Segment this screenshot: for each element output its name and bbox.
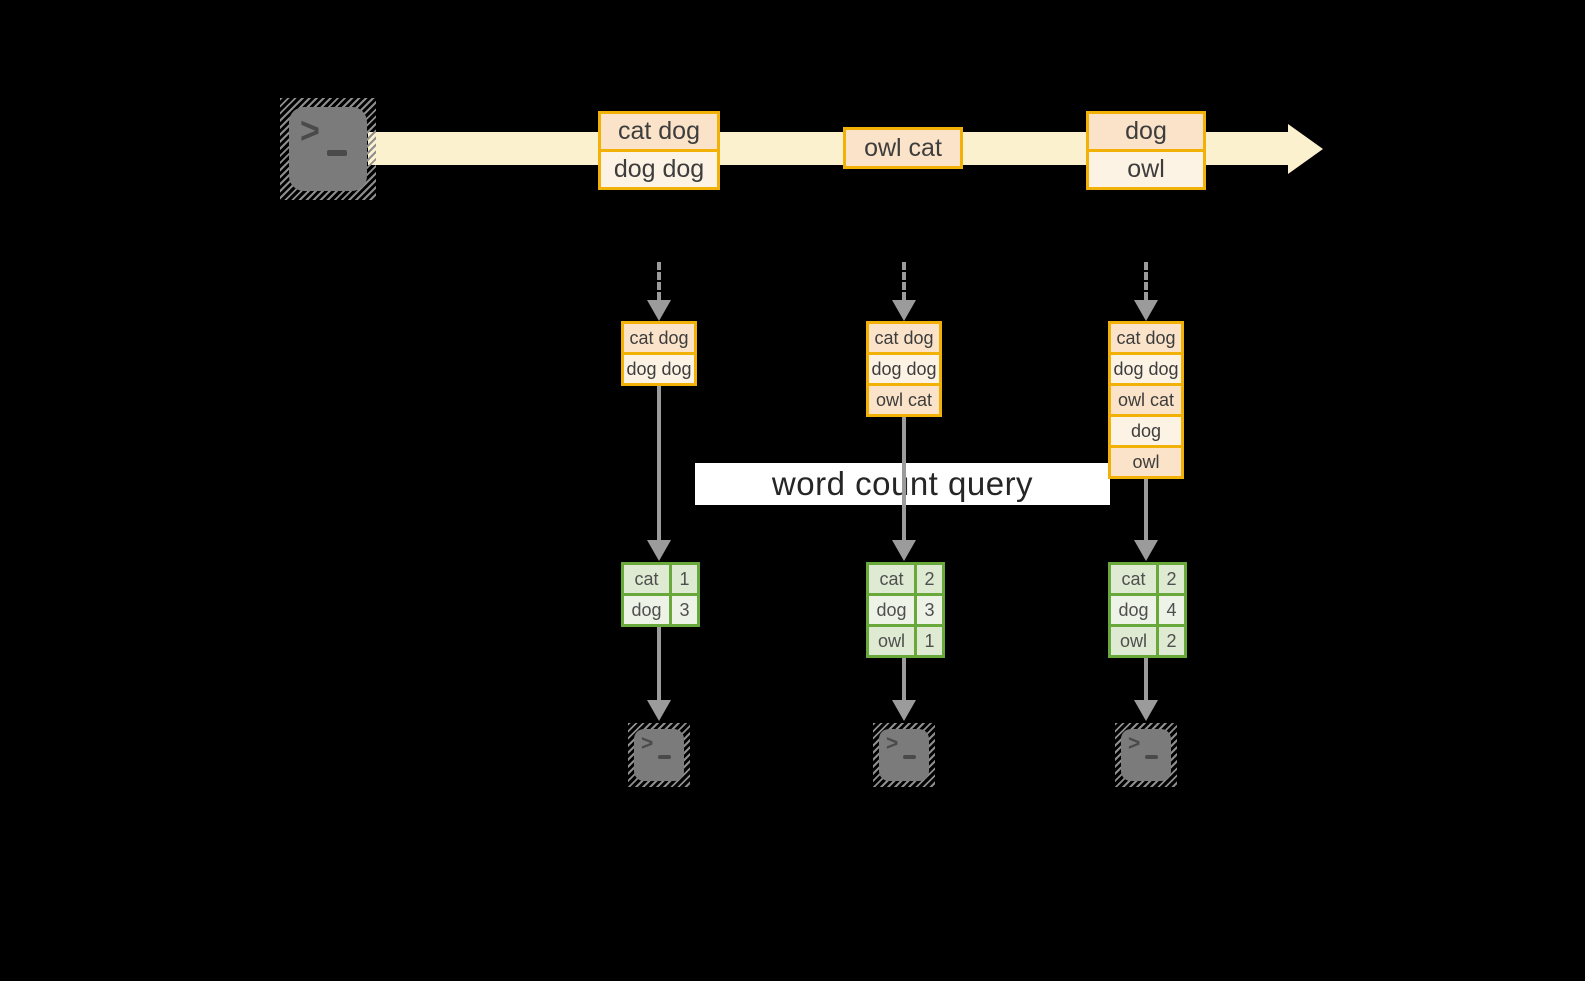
event-line: owl cat (846, 130, 960, 166)
prompt-underscore-icon (1145, 755, 1158, 759)
count-word: dog (1111, 596, 1156, 624)
prompt-chevron-icon: > (641, 732, 654, 755)
stream-arrowhead (1288, 124, 1323, 174)
count-table-1: cat 1 dog 3 (621, 562, 700, 627)
state-line: dog dog (869, 355, 939, 383)
query-arrow-line (902, 417, 906, 540)
dashed-arrow-line (657, 262, 661, 300)
state-box-3: cat dog dog dog owl cat dog owl (1108, 321, 1184, 479)
state-line: owl (1111, 448, 1181, 476)
prompt-underscore-icon (658, 755, 671, 759)
output-arrow-line (1144, 658, 1148, 700)
prompt-underscore-icon (327, 150, 347, 156)
count-value: 1 (917, 627, 942, 655)
dashed-arrow-line (902, 262, 906, 300)
terminal-body: > (1121, 729, 1171, 781)
state-line: dog dog (1111, 355, 1181, 383)
terminal-body: > (879, 729, 929, 781)
terminal-body: > (634, 729, 684, 781)
event-line: owl (1089, 152, 1203, 187)
query-arrow-line (1144, 479, 1148, 540)
output-arrowhead (1134, 700, 1158, 721)
count-word: dog (624, 596, 669, 624)
count-value: 2 (917, 565, 942, 593)
count-word: dog (869, 596, 914, 624)
output-arrowhead (892, 700, 916, 721)
dashed-arrowhead (647, 300, 671, 321)
state-line: dog dog (624, 355, 694, 383)
count-word: owl (869, 627, 914, 655)
dashed-arrow-line (1144, 262, 1148, 300)
count-value: 4 (1159, 596, 1184, 624)
output-terminal-icon-2: > (873, 723, 935, 787)
count-word: cat (624, 565, 669, 593)
source-terminal-icon: > (280, 98, 376, 200)
query-arrow-line (657, 386, 661, 540)
query-arrowhead (892, 540, 916, 561)
output-arrowhead (647, 700, 671, 721)
count-value: 2 (1159, 565, 1184, 593)
state-line: dog (1111, 417, 1181, 445)
state-line: cat dog (624, 324, 694, 352)
terminal-body: > (289, 107, 367, 191)
count-word: cat (869, 565, 914, 593)
stream-event-batch-3: dog owl (1086, 111, 1206, 190)
stream-event-batch-2: owl cat (843, 127, 963, 169)
count-table-3: cat 2 dog 4 owl 2 (1108, 562, 1187, 658)
state-line: cat dog (869, 324, 939, 352)
count-value: 1 (672, 565, 697, 593)
prompt-chevron-icon: > (300, 110, 320, 152)
prompt-chevron-icon: > (886, 732, 899, 755)
count-word: cat (1111, 565, 1156, 593)
count-value: 2 (1159, 627, 1184, 655)
count-value: 3 (672, 596, 697, 624)
output-terminal-icon-1: > (628, 723, 690, 787)
dashed-arrowhead (1134, 300, 1158, 321)
count-value: 3 (917, 596, 942, 624)
event-line: cat dog (601, 114, 717, 149)
output-arrow-line (902, 658, 906, 700)
dashed-arrowhead (892, 300, 916, 321)
query-arrowhead (1134, 540, 1158, 561)
output-arrow-line (657, 627, 661, 700)
prompt-underscore-icon (903, 755, 916, 759)
state-box-2: cat dog dog dog owl cat (866, 321, 942, 417)
output-terminal-icon-3: > (1115, 723, 1177, 787)
prompt-chevron-icon: > (1128, 732, 1141, 755)
count-table-2: cat 2 dog 3 owl 1 (866, 562, 945, 658)
event-line: dog (1089, 114, 1203, 149)
state-line: owl cat (869, 386, 939, 414)
stream-event-batch-1: cat dog dog dog (598, 111, 720, 190)
event-line: dog dog (601, 152, 717, 187)
state-line: cat dog (1111, 324, 1181, 352)
count-word: owl (1111, 627, 1156, 655)
state-box-1: cat dog dog dog (621, 321, 697, 386)
query-arrowhead (647, 540, 671, 561)
state-line: owl cat (1111, 386, 1181, 414)
